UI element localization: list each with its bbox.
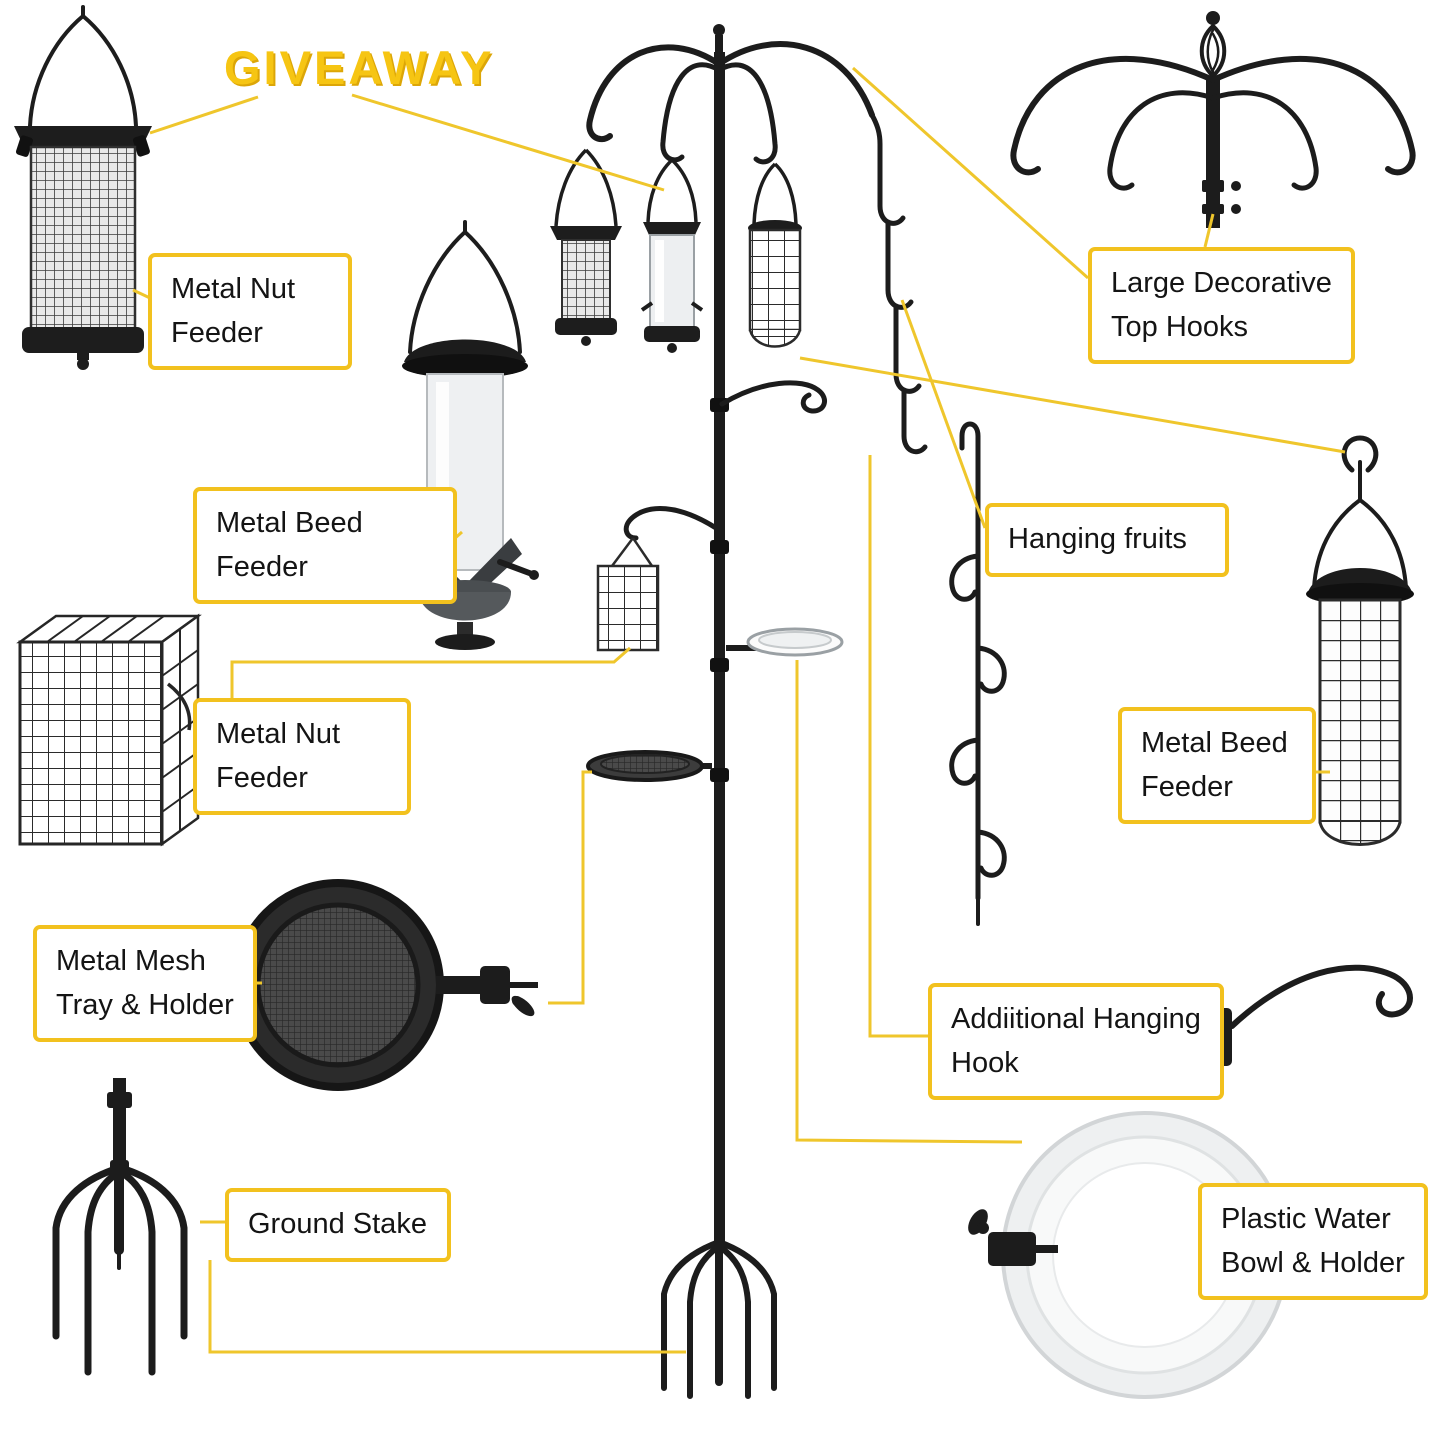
label-line: Plastic Water	[1221, 1203, 1391, 1235]
pole-water-bowl	[726, 627, 844, 657]
metal-nut-feeder-illustration	[14, 5, 152, 370]
pole-mesh-tray	[586, 750, 712, 782]
label-line: Metal Beed	[216, 507, 363, 539]
label-line: Top Hooks	[1111, 310, 1249, 343]
label-line: Feeder	[216, 761, 308, 794]
metal-beed-feeder-illustration-right	[1306, 435, 1414, 846]
label-line: Hook	[951, 1046, 1019, 1079]
label-large-decorative-top-hooks: Large Decorative Top Hooks	[1088, 247, 1355, 364]
pole-top-hooks	[586, 41, 875, 165]
metal-nut-cage-feeder-illustration	[16, 613, 202, 847]
pole-right-scroll-arm	[719, 380, 828, 414]
label-line: Large Decorative	[1111, 267, 1332, 299]
pole-hanging-cage-feeder	[596, 537, 660, 652]
label-line: Metal Nut	[171, 273, 296, 305]
hanging-fruits-skewer	[949, 421, 1007, 926]
label-line: Ground Stake	[248, 1208, 427, 1240]
label-line: Metal Mesh	[56, 945, 206, 977]
label-plastic-water-bowl: Plastic Water Bowl & Holder	[1198, 1183, 1428, 1300]
label-line: Addiitional Hanging	[951, 1003, 1201, 1035]
extension-hook-chain	[869, 112, 928, 455]
label-metal-beed-feeder-left: Metal Beed Feeder	[193, 487, 457, 604]
label-metal-beed-feeder-right: Metal Beed Feeder	[1118, 707, 1316, 824]
label-additional-hanging-hook: Addiitional Hanging Hook	[928, 983, 1224, 1100]
label-metal-nut-feeder-top: Metal Nut Feeder	[148, 253, 352, 370]
metal-mesh-tray-illustration	[232, 879, 538, 1091]
label-metal-mesh-tray: Metal Mesh Tray & Holder	[33, 925, 257, 1042]
label-line: Hanging fruits	[1008, 523, 1187, 555]
label-line: Feeder	[216, 550, 308, 583]
label-line: Bowl & Holder	[1221, 1246, 1405, 1279]
large-decorative-top-hooks-illustration	[1010, 11, 1416, 228]
giveaway-banner: GIVEAWAY	[224, 41, 495, 94]
pole-feeder-seed-tube	[640, 158, 704, 353]
label-line: Tray & Holder	[56, 988, 234, 1021]
pole-feeder-mesh-tube	[550, 148, 622, 346]
label-hanging-fruits: Hanging fruits	[985, 503, 1229, 577]
label-metal-nut-feeder-cage: Metal Nut Feeder	[193, 698, 411, 815]
label-line: Metal Nut	[216, 718, 341, 750]
label-ground-stake: Ground Stake	[225, 1188, 451, 1262]
pole-base-prongs	[661, 1234, 777, 1399]
label-line: Metal Beed	[1141, 727, 1288, 759]
pole-feeder-mesh-ball	[748, 162, 802, 348]
main-pole	[710, 24, 729, 1242]
connector-lines	[132, 66, 1346, 1354]
label-line: Feeder	[171, 316, 263, 349]
ground-stake-illustration	[52, 1078, 188, 1376]
pole-left-arm-hook	[623, 506, 719, 541]
label-line: Feeder	[1141, 770, 1233, 803]
